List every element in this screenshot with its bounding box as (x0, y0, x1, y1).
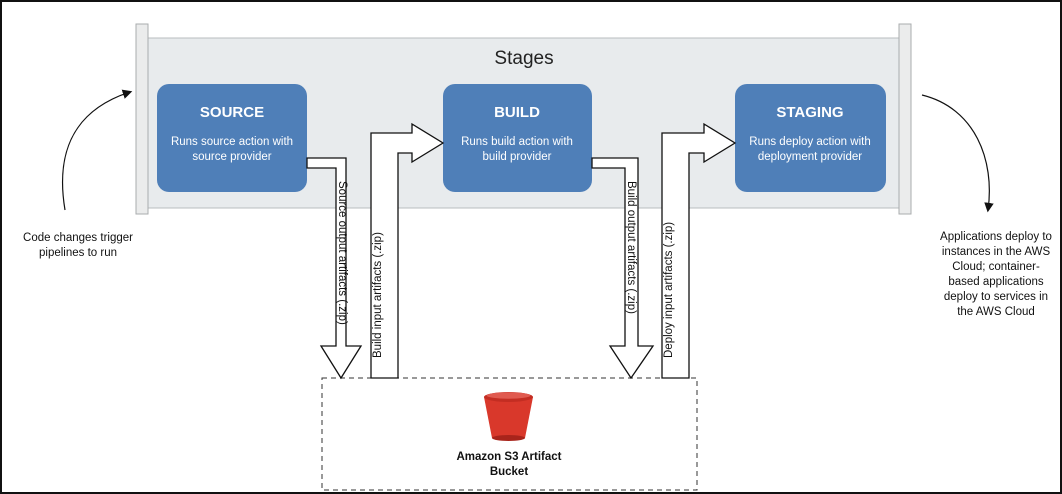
right-note-line3: Cloud; container- (952, 261, 1040, 273)
source-output-arrow: Source output artifacts (.zip) (306, 157, 363, 380)
left-note-line1: Code changes trigger (23, 232, 133, 244)
build-output-arrow: Build output artifacts (.zip) (591, 157, 655, 380)
right-roller (898, 23, 912, 215)
s3-bucket-icon (484, 392, 533, 441)
stage-build: BUILD Runs build action with build provi… (443, 84, 592, 192)
right-note-line1: Applications deploy to (940, 231, 1052, 243)
right-note-line6: the AWS Cloud (957, 306, 1035, 318)
build-desc-line1: Runs build action with (461, 136, 573, 148)
bucket-label-line1: Amazon S3 Artifact (456, 451, 561, 463)
build-input-arrow: Build input artifacts (.zip) (370, 122, 445, 379)
build-title: BUILD (494, 104, 540, 121)
staging-desc-line2: deployment provider (758, 151, 862, 163)
left-note-line2: pipelines to run (39, 247, 117, 259)
left-roller (135, 23, 149, 215)
deploy-input-label: Deploy input artifacts (.zip) (663, 222, 675, 358)
stage-staging: STAGING Runs deploy action with deployme… (735, 84, 886, 192)
build-desc-line2: build provider (482, 151, 551, 163)
stage-source: SOURCE Runs source action with source pr… (157, 84, 307, 192)
build-input-label: Build input artifacts (.zip) (372, 232, 384, 358)
source-title: SOURCE (200, 104, 264, 121)
deploy-curve-arrow (921, 94, 994, 213)
bucket-label-line2: Bucket (490, 466, 529, 478)
staging-title: STAGING (776, 104, 843, 121)
artifact-bucket-frame (321, 377, 698, 491)
source-desc-line1: Runs source action with (171, 136, 293, 148)
right-note-line5: deploy to services in (944, 291, 1048, 303)
build-output-label: Build output artifacts (.zip) (625, 181, 637, 314)
source-box (157, 84, 307, 192)
source-desc-line2: source provider (192, 151, 271, 163)
right-note-line4: based applications (948, 276, 1044, 288)
right-note-line2: instances in the AWS (942, 246, 1051, 258)
staging-desc-line1: Runs deploy action with (749, 136, 870, 148)
staging-box (735, 84, 886, 192)
deploy-input-arrow: Deploy input artifacts (.zip) (661, 122, 737, 379)
trigger-curve-arrow (61, 89, 133, 211)
build-box (443, 84, 592, 192)
stages-label: Stages (494, 48, 553, 69)
source-output-label: Source output artifacts (.zip) (336, 181, 348, 325)
